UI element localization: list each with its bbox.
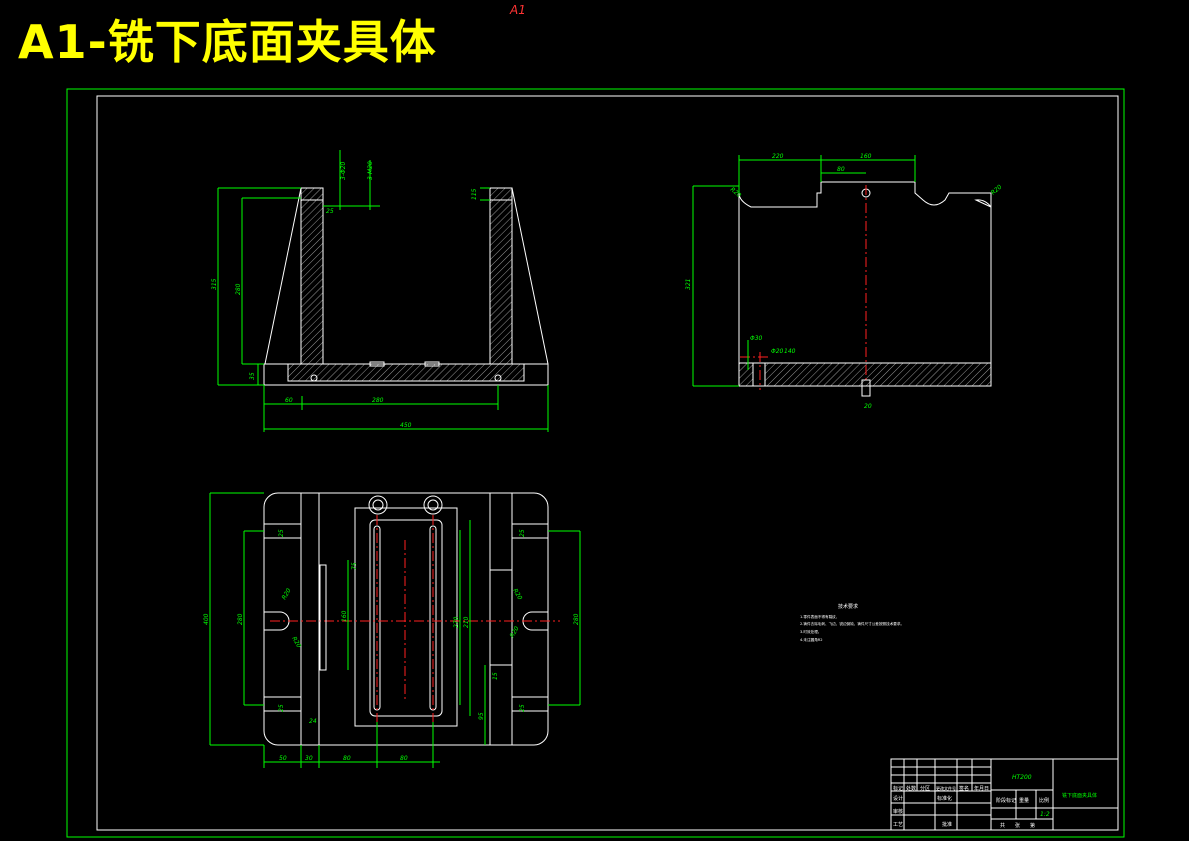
dim-top-bottom-1: 50 [279, 755, 287, 762]
dim-side-hole-a: Φ30 [750, 335, 763, 342]
dim-front-left-offset: 60 [285, 397, 293, 404]
dim-top-slot1: 75 [351, 562, 358, 570]
tb-design: 设计 [893, 795, 903, 802]
dim-front-top-hole: 3-M20 [367, 161, 374, 180]
dim-top-mid: 270 [453, 616, 460, 628]
dim-side-hole-b: Φ20 [771, 348, 784, 355]
tb-sheet-total: 共 [1000, 822, 1005, 829]
dim-top-b: 25 [278, 704, 285, 712]
dim-top-inner-left: 280 [237, 613, 244, 625]
dim-top-mid2: 210 [463, 616, 470, 628]
notes-line-3: 3.时效处理。 [800, 629, 821, 634]
tb-approve: 批准 [942, 821, 952, 828]
top-view: 400 280 280 270 210 75 160 25 25 25 25 R… [203, 492, 581, 768]
notes-title: 技术要求 [838, 603, 858, 610]
dim-top-a: 25 [278, 529, 285, 537]
sheet-size-label: A1 [510, 3, 526, 17]
drawing-title: A1-铣下底面夹具体 [18, 15, 437, 69]
side-outline [738, 181, 992, 387]
tb-weight: 重量 [1019, 797, 1029, 804]
dim-side-radius-r: R20 [990, 183, 1004, 196]
dim-top-r1: R20 [281, 587, 293, 601]
tb-check: 审核 [893, 808, 903, 815]
dim-top-bottom-4: 80 [400, 755, 408, 762]
dim-top-r3: R20 [511, 588, 523, 602]
tb-process: 工艺 [893, 822, 903, 828]
dim-top-h15: 15 [492, 672, 499, 680]
dim-top-h95: 95 [478, 712, 485, 720]
tb-count: 处数 [906, 785, 916, 792]
notes-line-1: 1.零件表面不得有裂纹、 [800, 614, 839, 619]
technical-notes: 技术要求 1.零件表面不得有裂纹、 2.铸件去除毛刺、飞边，锐边倒钝，铸件尺寸公… [800, 603, 904, 642]
dim-top-r4: R20 [509, 625, 521, 639]
tb-page: 第 [1030, 822, 1035, 829]
inner-frame [96, 95, 1119, 831]
dim-front-top-width: 25 [326, 208, 334, 215]
tb-signature: 签名 [959, 785, 969, 792]
dim-side-notch: 80 [837, 166, 845, 173]
top-outline [263, 492, 549, 746]
tb-zone: 分区 [920, 785, 930, 792]
dim-side-left: 220 [772, 153, 784, 160]
tb-drawing-name: 铣下底面夹具体 [1062, 792, 1097, 799]
tb-scale-label: 比例 [1039, 797, 1049, 804]
tb-change-doc: 更改文件号 [936, 785, 956, 791]
dim-front-base-width: 280 [372, 397, 384, 404]
dim-top-small-bottom: 24 [309, 718, 317, 725]
dim-top-bottom-2: 30 [305, 755, 313, 762]
dim-front-top-slot: 3-Φ20 [340, 161, 347, 180]
dim-side-hole-c: 140 [784, 348, 796, 355]
dim-top-c: 25 [519, 529, 526, 537]
dim-front-inner-height: 280 [235, 283, 242, 295]
dim-top-slot2: 160 [341, 610, 348, 622]
dim-top-bottom-3: 80 [343, 755, 351, 762]
front-right-column [489, 187, 513, 365]
tb-stage: 阶段标记 [996, 797, 1016, 804]
front-view: 450 280 60 315 280 35 3-Φ20 3-M20 25 115 [211, 150, 549, 432]
notes-line-4: 4.未注圆角R2 [800, 637, 823, 642]
dim-top-d: 25 [519, 704, 526, 712]
tb-material: HT200 [1012, 774, 1032, 781]
dim-side-small: 20 [864, 403, 872, 410]
notes-line-2: 2.铸件去除毛刺、飞边，锐边倒钝，铸件尺寸公差按照技术要求。 [800, 621, 904, 626]
dim-front-total-height: 315 [211, 278, 218, 290]
side-view: 220 160 80 321 Φ30 Φ20 140 R20 R20 20 [685, 153, 1003, 410]
tb-date: 年月日 [974, 785, 989, 792]
dim-side-right: 160 [860, 153, 872, 160]
tb-mark: 标记 [893, 785, 903, 792]
title-block: 标记 处数 分区 更改文件号 签名 年月日 设计 标准化 审核 工艺 批准 阶段… [890, 758, 1119, 831]
dim-front-top-height: 115 [471, 188, 478, 200]
outer-frame [66, 88, 1125, 838]
dim-top-inner-right: 280 [573, 613, 580, 625]
tb-scale: 1:2 [1040, 811, 1050, 818]
dim-side-height: 321 [685, 279, 692, 290]
front-left-column [300, 187, 324, 365]
tb-standardize: 标准化 [937, 795, 952, 802]
dim-front-base-height: 35 [249, 372, 256, 380]
dim-top-height: 400 [203, 613, 210, 625]
dim-front-overall-width: 450 [400, 422, 412, 429]
tb-sheet-no: 张 [1015, 822, 1020, 829]
